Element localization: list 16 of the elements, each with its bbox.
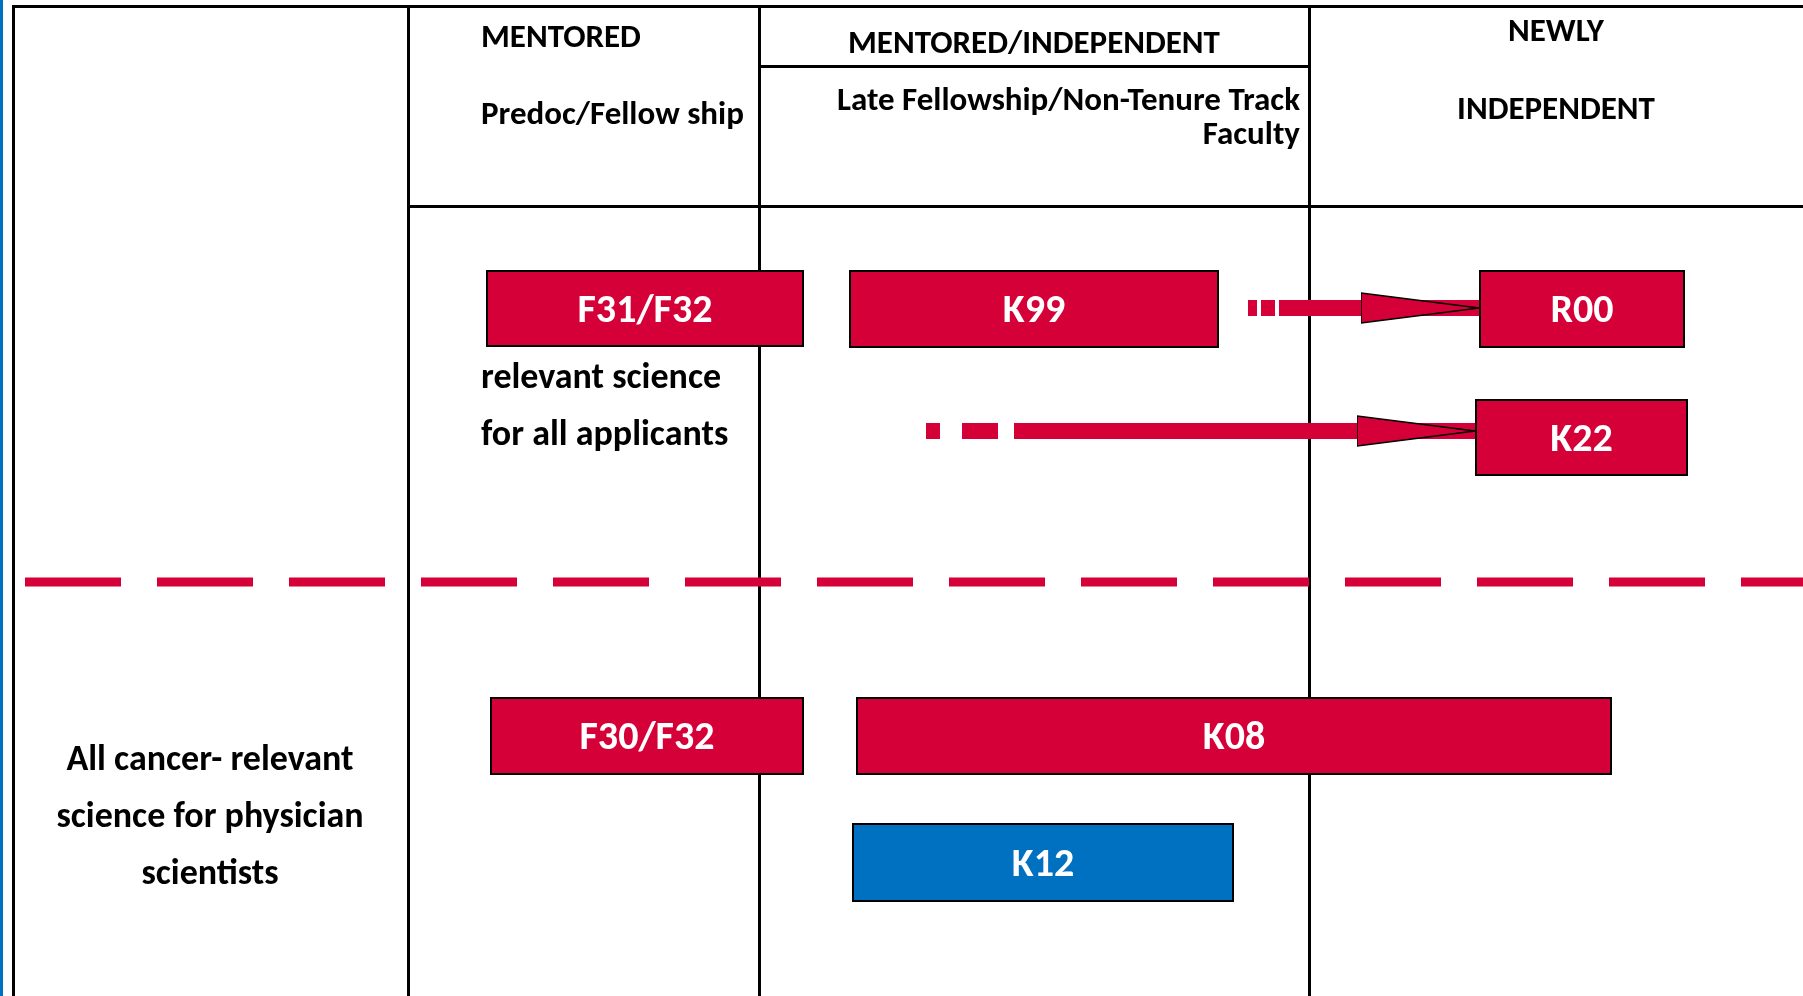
- row-label: relevant science for all applicants: [481, 353, 730, 457]
- column-heading: INDEPENDENT: [1456, 87, 1656, 130]
- program-box: F30/F32: [490, 697, 804, 775]
- column-subheading: Predoc/Fellow ship: [481, 92, 745, 135]
- program-box: K12: [852, 823, 1234, 902]
- program-box: K99: [849, 270, 1219, 348]
- program-box: K08: [856, 697, 1612, 775]
- row-label: All cancer- relevant science for physician scientists: [55, 735, 365, 896]
- block-arrow: [926, 415, 1476, 447]
- column-heading: MENTORED/INDEPENDENT: [847, 21, 1221, 64]
- program-box: F31/F32: [486, 270, 804, 347]
- column-heading: MENTORED: [481, 15, 641, 58]
- program-box: K22: [1475, 399, 1688, 476]
- column-subheading: Late Fellowship/Non-Tenure Track Faculty: [836, 82, 1300, 150]
- column-heading: NEWLY: [1507, 9, 1605, 52]
- program-box: R00: [1479, 270, 1685, 348]
